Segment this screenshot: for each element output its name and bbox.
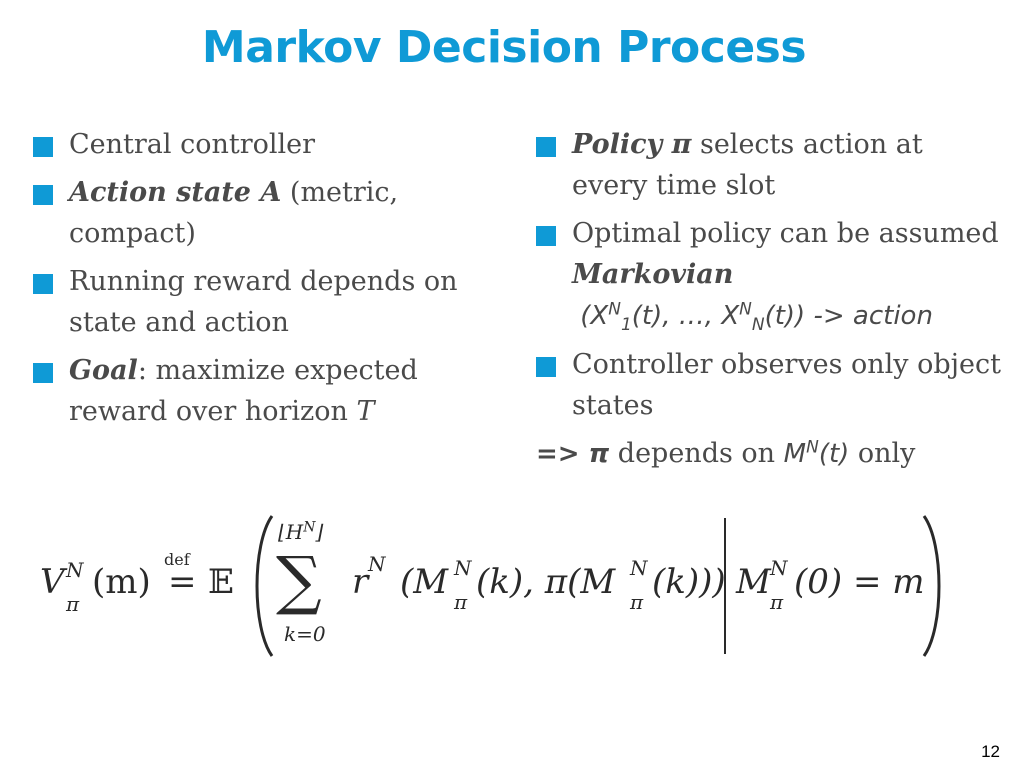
right-column: Policy π selects action at every time sl… <box>536 124 1006 475</box>
formula-lhs: V <box>40 562 65 602</box>
bullet-text: : maximize expected reward over horizon <box>69 355 418 427</box>
square-bullet-icon <box>33 185 53 205</box>
sum-upper: ⌊HN⌋ <box>278 519 324 544</box>
reward-sup: N <box>368 552 386 576</box>
bullet-emphasis: Policy π <box>572 129 692 160</box>
reward-symbol: r <box>352 562 369 602</box>
bullet-text: Controller observes only object states <box>572 349 1001 421</box>
square-bullet-icon <box>33 274 53 294</box>
bullet-emphasis: Markovian <box>572 259 734 290</box>
formula-body-tail2: (k))) <box>652 562 726 602</box>
formula-expectation: 𝔼 <box>208 562 234 602</box>
conclusion-text: depends on <box>609 438 784 469</box>
slide-title: Markov Decision Process <box>201 22 807 73</box>
left-column: Central controller Action state A (metri… <box>33 124 508 439</box>
conclusion-end: only <box>849 438 916 469</box>
square-bullet-icon <box>536 137 556 157</box>
horizon-symbol: T <box>356 396 375 427</box>
square-bullet-icon <box>33 137 53 157</box>
condition-bar-icon <box>724 518 726 654</box>
left-paren-icon <box>255 515 274 657</box>
body-sub-2: π <box>630 590 644 614</box>
bullet-item: Policy π selects action at every time sl… <box>536 124 1006 206</box>
formula-body: (M <box>400 562 449 602</box>
bullet-text: Running reward depends on state and acti… <box>69 266 458 338</box>
conclusion-line: => π depends on MN(t) only <box>536 433 1006 475</box>
body-sub: π <box>454 590 468 614</box>
square-bullet-icon <box>33 363 53 383</box>
bullet-emphasis: Goal <box>69 355 138 386</box>
formula-body-tail: (k), π(M <box>476 562 616 602</box>
value-function-formula: V N π (m) def = 𝔼 ⌊HN⌋ ∑ k=0 r N (M N π … <box>40 510 980 660</box>
bullet-item: Action state A (metric, compact) <box>33 172 508 254</box>
sum-lower: k=0 <box>284 622 326 646</box>
bullet-emphasis: Action state A <box>69 177 282 208</box>
condition-sup: N <box>770 556 788 580</box>
formula-def: def <box>164 550 190 569</box>
formula-lhs-arg: (m) <box>92 562 151 602</box>
bullet-item: Central controller <box>33 124 508 165</box>
formula-lhs-sub: π <box>66 592 80 616</box>
condition-rest: (0) = m <box>794 562 925 602</box>
page-number: 12 <box>981 742 1000 761</box>
bullet-item: Running reward depends on state and acti… <box>33 261 508 343</box>
bullet-text: (metric, compact) <box>69 177 399 249</box>
body-sup-2: N <box>630 556 648 580</box>
bullet-text: Optimal policy can be assumed <box>572 218 999 249</box>
formula-equals: = <box>168 562 197 602</box>
condition-M: M <box>736 562 771 602</box>
square-bullet-icon <box>536 226 556 246</box>
markov-tuple: (XN1(t), …, XNN(t)) -> action <box>580 299 933 336</box>
bullet-text: selects action at every time slot <box>572 129 923 201</box>
conclusion-symbol: MN(t) <box>783 437 850 469</box>
bullet-item: Optimal policy can be assumed Markovian … <box>536 213 1006 337</box>
body-sup: N <box>454 556 472 580</box>
bullet-item: Goal: maximize expected reward over hori… <box>33 350 508 432</box>
conclusion-arrow: => π <box>536 439 610 469</box>
bullet-text: Central controller <box>69 129 316 160</box>
right-paren-icon <box>922 515 941 657</box>
formula-lhs-sup: N <box>66 558 84 582</box>
condition-sub: π <box>770 590 784 614</box>
sum-symbol: ∑ <box>276 544 322 618</box>
square-bullet-icon <box>536 357 556 377</box>
bullet-item: Controller observes only object states <box>536 344 1006 426</box>
